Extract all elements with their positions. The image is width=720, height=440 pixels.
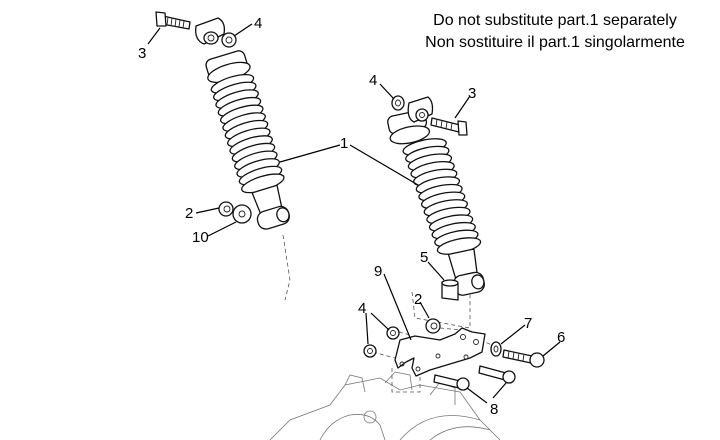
callout-4-lower: 4 [358,300,366,317]
callout-2-left: 2 [185,205,193,222]
spacer-5 [441,279,459,301]
washer-10 [232,204,252,224]
note-italian: Non sostituire il part.1 singolarmente [425,34,685,51]
nut-4-lower-a [386,326,400,340]
nut-4-left [221,32,237,48]
bolt-6 [502,349,545,368]
callout-9: 9 [374,263,382,280]
bracket-9 [394,327,486,377]
callout-1: 1 [340,135,348,152]
callout-6: 6 [557,329,565,346]
nut-2-lower [425,318,441,334]
callout-4-left: 4 [254,15,262,32]
shock-absorber-right [387,109,485,296]
spring-left [210,73,285,194]
nut-2-left [218,201,234,217]
bolt-8-lower [433,374,470,391]
engine-casing [269,371,501,440]
shock-right-top-eye [407,96,434,123]
nut-4-right [391,95,405,111]
callout-3-left: 3 [138,45,146,62]
callout-labels: 3 4 1 4 3 2 10 5 9 2 4 7 6 8 [138,15,565,418]
shock-left-top-eye [195,17,226,45]
callout-8: 8 [490,401,498,418]
washer-7 [490,341,502,357]
bolt-3-left [155,11,191,30]
bolt-8-upper [478,365,516,384]
note-english: Do not substitute part.1 separately [433,12,677,29]
leader-lines [147,23,561,404]
bolt-3-right [430,117,468,136]
callout-5: 5 [420,249,428,266]
callout-3-right: 3 [468,85,476,102]
shock-absorber-left [205,50,290,230]
spring-right [402,138,482,255]
callout-2-lower: 2 [414,291,422,308]
callout-4-right: 4 [369,72,377,89]
callout-7: 7 [524,315,532,332]
callout-10: 10 [192,229,209,246]
nut-4-lower-b [363,344,377,358]
